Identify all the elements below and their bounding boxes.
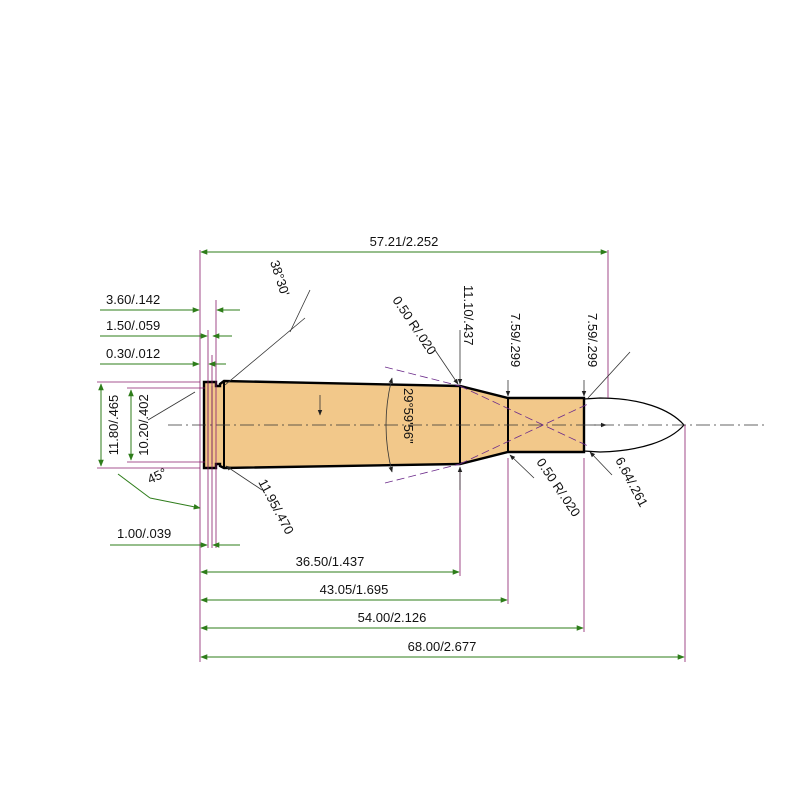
dim-0-30-label: 0.30/.012 xyxy=(106,346,160,361)
dim-57-label: 57.21/2.252 xyxy=(370,234,439,249)
angle-45-leader-b xyxy=(149,497,201,510)
angle-38-leader-b xyxy=(289,289,311,333)
radius-top-leader xyxy=(434,349,459,385)
dim-11-80-label: 11.80/.465 xyxy=(106,395,121,455)
shoulder-angle-arc xyxy=(385,377,393,473)
dim-10-20-label: 10.20/.402 xyxy=(136,394,151,455)
dim-68-00-label: 68.00/2.677 xyxy=(408,639,477,654)
dim-1-00-label: 1.00/.039 xyxy=(117,526,171,541)
radius-top-label: 0.50 R/.020 xyxy=(390,293,440,357)
dim-36-50-label: 36.50/1.437 xyxy=(296,554,365,569)
angle-38-leader-a xyxy=(224,317,306,386)
dim-11-10-label: 11.10/.437 xyxy=(461,285,476,345)
radius-bottom-leader xyxy=(509,454,535,479)
dim-1-50-label: 1.50/.059 xyxy=(106,318,160,333)
dim-7-59-a-label: 7.59/.299 xyxy=(508,313,523,367)
dim-11-95-label: 11.95/.470 xyxy=(255,476,297,536)
case-body xyxy=(204,381,584,468)
dim-7-59-b-leader xyxy=(587,351,631,399)
dim-43-05-label: 43.05/1.695 xyxy=(320,582,389,597)
dim-6-64-label: 6.64/.261 xyxy=(612,454,651,509)
dim-3-60-label: 3.60/.142 xyxy=(106,292,160,307)
radius-bottom-label: 0.50 R/.020 xyxy=(534,455,584,519)
shoulder-angle-label: 29°59'56" xyxy=(401,388,416,444)
dim-11-95-leader xyxy=(225,465,263,491)
shoulder-angle-line-bottom xyxy=(384,463,461,484)
dim-7-59-b-label: 7.59/.299 xyxy=(585,313,600,367)
angle-38-label: 38°30' xyxy=(267,258,293,297)
shoulder-angle-line-top xyxy=(384,366,461,387)
angle-45-leader xyxy=(117,473,151,499)
dim-54-00-label: 54.00/2.126 xyxy=(358,610,427,625)
dim-6-64-leader xyxy=(589,451,613,476)
rim-diag-leader xyxy=(147,391,196,421)
